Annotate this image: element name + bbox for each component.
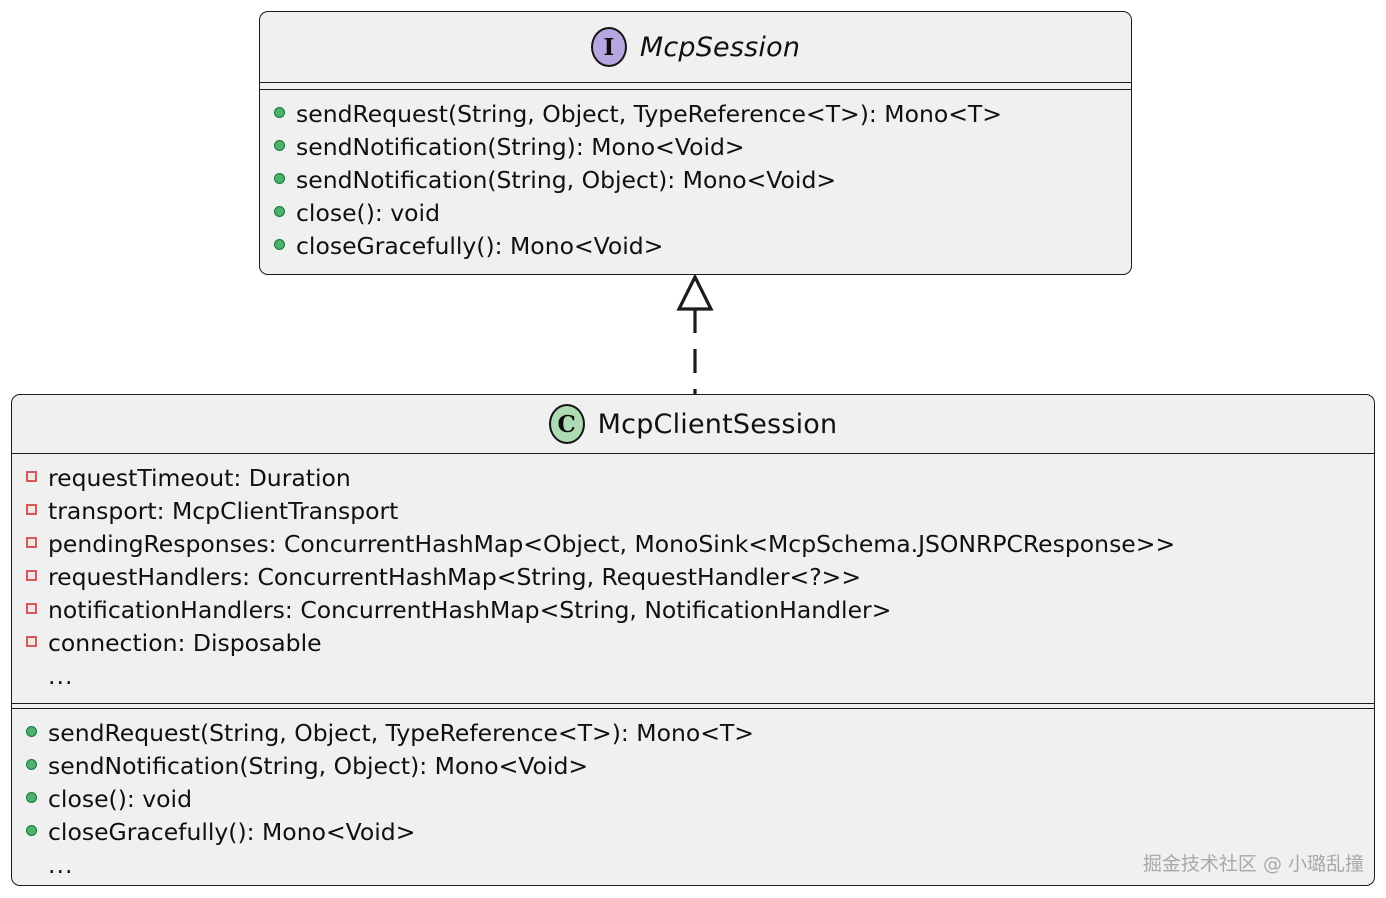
- red-square-icon: [26, 603, 37, 614]
- red-square-icon: [26, 537, 37, 548]
- public-visibility-icon: [274, 239, 296, 250]
- private-visibility-icon: [26, 471, 48, 482]
- red-square-icon: [26, 504, 37, 515]
- interface-class-box[interactable]: I McpSession sendRequest(String, Object,…: [259, 11, 1132, 275]
- interface-method-row: sendNotification(String, Object): Mono<V…: [260, 164, 1131, 197]
- class-method-row-label: ...: [48, 851, 74, 879]
- class-attribute-row-label: requestTimeout: Duration: [48, 464, 351, 492]
- class-attribute-row: requestTimeout: Duration: [12, 462, 1374, 495]
- red-square-icon: [26, 471, 37, 482]
- class-attribute-row: requestHandlers: ConcurrentHashMap<Strin…: [12, 561, 1374, 594]
- interface-method-row-label: sendNotification(String, Object): Mono<V…: [296, 166, 837, 194]
- private-visibility-icon: [26, 603, 48, 614]
- public-visibility-icon: [274, 206, 296, 217]
- interface-method-row-label: sendRequest(String, Object, TypeReferenc…: [296, 100, 1002, 128]
- green-circle-icon: [26, 759, 37, 770]
- private-visibility-icon: [26, 537, 48, 548]
- class-circle-icon: C: [548, 404, 585, 444]
- class-attribute-row-label: connection: Disposable: [48, 629, 322, 657]
- class-attribute-row: ...: [12, 660, 1374, 693]
- class-attribute-row: transport: McpClientTransport: [12, 495, 1374, 528]
- green-circle-icon: [26, 825, 37, 836]
- class-header-divider: [12, 453, 1374, 454]
- green-circle-icon: [26, 726, 37, 737]
- class-header: C McpClientSession: [12, 395, 1374, 453]
- class-attributes-compartment: requestTimeout: Duration transport: McpCl…: [12, 454, 1374, 703]
- public-visibility-icon: [274, 173, 296, 184]
- class-attribute-row: notificationHandlers: ConcurrentHashMap<…: [12, 594, 1374, 627]
- class-method-row-label: sendNotification(String, Object): Mono<V…: [48, 752, 589, 780]
- class-badge-letter: C: [557, 410, 576, 438]
- class-method-row-label: sendRequest(String, Object, TypeReferenc…: [48, 719, 754, 747]
- interface-method-row-label: close(): void: [296, 199, 440, 227]
- class-attribute-row-label: ...: [48, 662, 74, 690]
- interface-methods-compartment: sendRequest(String, Object, TypeReferenc…: [260, 90, 1131, 273]
- class-method-row: sendNotification(String, Object): Mono<V…: [12, 750, 1374, 783]
- green-circle-icon: [274, 140, 285, 151]
- green-circle-icon: [26, 792, 37, 803]
- interface-attributes-divider: [260, 89, 1131, 90]
- interface-method-row-label: closeGracefully(): Mono<Void>: [296, 232, 664, 260]
- public-visibility-icon: [26, 726, 48, 737]
- hollow-triangle-arrowhead: [676, 275, 714, 311]
- private-visibility-icon: [26, 504, 48, 515]
- private-visibility-icon: [26, 636, 48, 647]
- interface-method-row: sendNotification(String): Mono<Void>: [260, 131, 1131, 164]
- public-visibility-icon: [274, 140, 296, 151]
- class-method-row-label: closeGracefully(): Mono<Void>: [48, 818, 416, 846]
- realization-connector: [676, 275, 714, 395]
- class-method-row-label: close(): void: [48, 785, 192, 813]
- private-visibility-icon: [26, 570, 48, 581]
- public-visibility-icon: [274, 107, 296, 118]
- interface-method-row: sendRequest(String, Object, TypeReferenc…: [260, 98, 1131, 131]
- class-attribute-row-label: requestHandlers: ConcurrentHashMap<Strin…: [48, 563, 862, 591]
- interface-method-row: close(): void: [260, 197, 1131, 230]
- class-attribute-row: pendingResponses: ConcurrentHashMap<Obje…: [12, 528, 1374, 561]
- watermark-text: 掘金技术社区 @ 小璐乱撞: [1142, 853, 1364, 875]
- class-attribute-row-label: transport: McpClientTransport: [48, 497, 399, 525]
- interface-method-row: closeGracefully(): Mono<Void>: [260, 230, 1131, 263]
- class-methods-compartment: sendRequest(String, Object, TypeReferenc…: [12, 709, 1374, 892]
- concrete-class-box[interactable]: C McpClientSession requestTimeout: Durat…: [11, 394, 1375, 886]
- interface-header: I McpSession: [260, 12, 1131, 82]
- public-visibility-icon: [26, 825, 48, 836]
- class-attribute-row: connection: Disposable: [12, 627, 1374, 660]
- red-square-icon: [26, 570, 37, 581]
- public-visibility-icon: [26, 759, 48, 770]
- green-circle-icon: [274, 107, 285, 118]
- interface-badge-letter: I: [603, 33, 615, 61]
- interface-circle-icon: I: [590, 27, 627, 67]
- class-attribute-row-label: pendingResponses: ConcurrentHashMap<Obje…: [48, 530, 1176, 558]
- interface-header-divider: [260, 82, 1131, 83]
- class-attribute-row-label: notificationHandlers: ConcurrentHashMap<…: [48, 596, 892, 624]
- class-name: McpClientSession: [597, 408, 838, 440]
- class-method-row: closeGracefully(): Mono<Void>: [12, 816, 1374, 849]
- class-method-row: sendRequest(String, Object, TypeReferenc…: [12, 717, 1374, 750]
- class-method-row: ...: [12, 849, 1374, 882]
- class-attributes-methods-divider: [12, 703, 1374, 709]
- interface-method-row-label: sendNotification(String): Mono<Void>: [296, 133, 745, 161]
- green-circle-icon: [274, 173, 285, 184]
- interface-name: McpSession: [639, 31, 801, 63]
- public-visibility-icon: [26, 792, 48, 803]
- green-circle-icon: [274, 239, 285, 250]
- red-square-icon: [26, 636, 37, 647]
- green-circle-icon: [274, 206, 285, 217]
- class-method-row: close(): void: [12, 783, 1374, 816]
